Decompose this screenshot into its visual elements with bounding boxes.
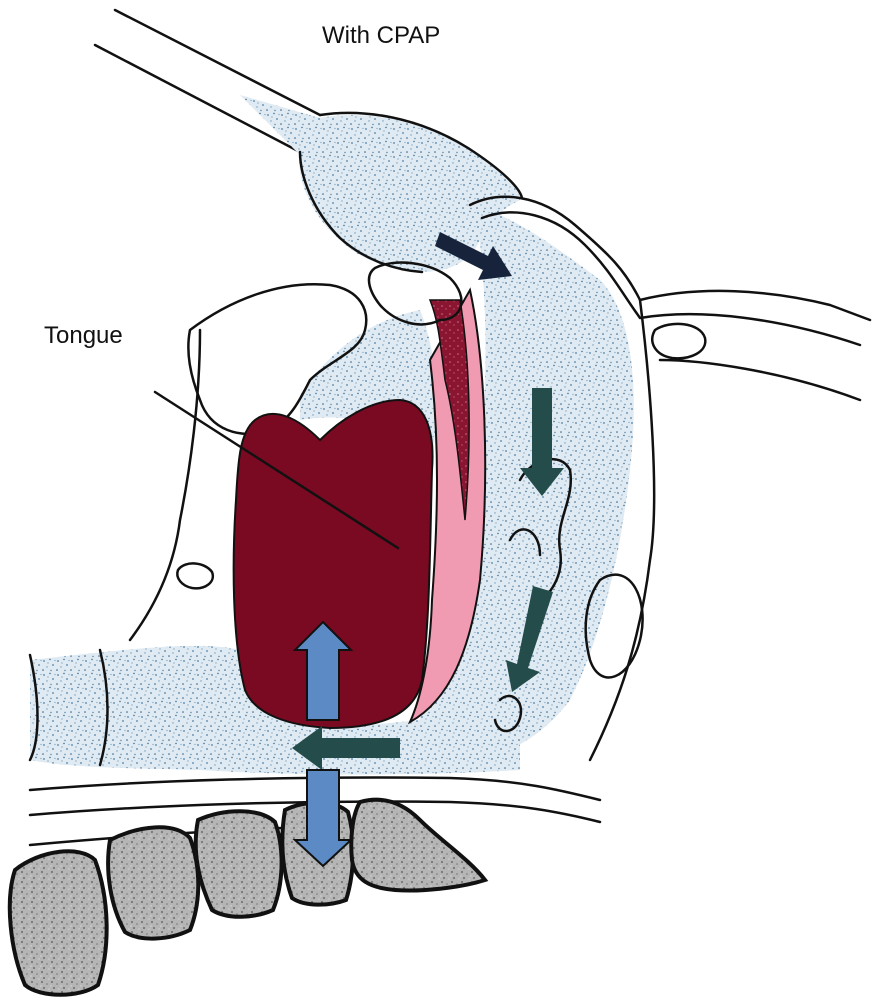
vertebra [351,800,485,891]
diagram-title: With CPAP [322,22,440,50]
vertebra [108,827,198,938]
nasal-airflow-region [240,95,520,272]
vertebra [196,811,282,917]
cervical-vertebrae [10,800,485,995]
tongue-label: Tongue [44,322,123,350]
vertebra [10,851,107,994]
